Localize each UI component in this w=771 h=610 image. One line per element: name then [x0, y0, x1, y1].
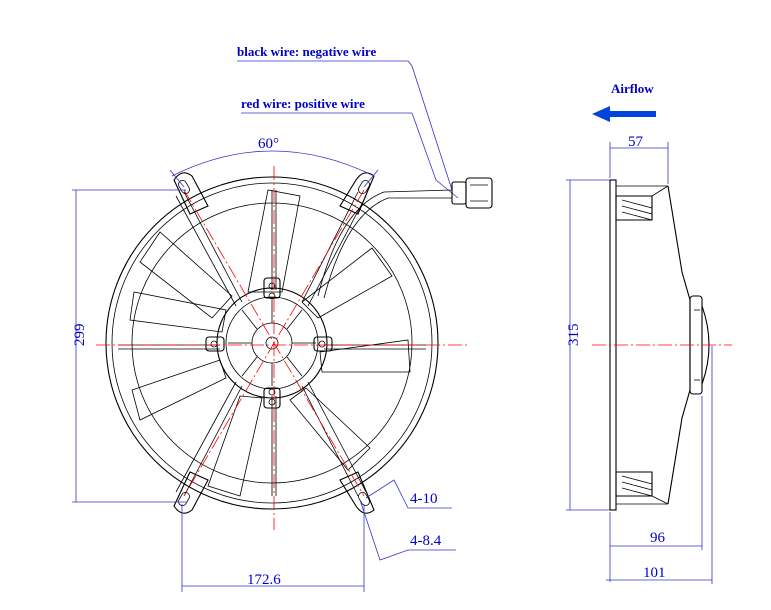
outer-ring	[105, 176, 439, 510]
blade	[131, 359, 227, 421]
hub-ring	[251, 322, 293, 364]
airflow-label: Airflow	[611, 81, 654, 96]
bottom-mount	[615, 471, 653, 497]
holes-large-leader	[359, 499, 456, 561]
depth-101-label: 101	[643, 565, 666, 581]
angle-label: 60°	[258, 136, 279, 152]
wire-connector	[465, 177, 493, 209]
outer-ring-inner	[111, 182, 433, 504]
depth-top-label: 57	[628, 134, 644, 150]
connector-collar	[451, 181, 467, 205]
blade	[289, 387, 371, 471]
hub-bosses	[205, 277, 333, 409]
top-mount	[615, 195, 653, 221]
red-wire-leader	[411, 112, 459, 199]
depth-96-label: 96	[650, 530, 666, 546]
hub-ribs	[228, 300, 316, 386]
holes-small-label: 4-10	[410, 491, 438, 507]
front-centerlines	[96, 166, 468, 530]
height-side-label: 315	[566, 324, 582, 347]
holes-large-label: 4-8.4	[410, 533, 442, 549]
red-wire-label: red wire: positive wire	[241, 96, 365, 111]
airflow-arrow-icon	[592, 106, 656, 122]
blade	[207, 395, 263, 497]
hub-center	[265, 336, 279, 350]
blade	[139, 231, 233, 319]
side-view: 57 315 96 101 Airflow	[566, 81, 732, 584]
blade	[319, 339, 411, 373]
holes-small-leader	[365, 479, 452, 509]
angle-arc	[171, 150, 375, 177]
blade	[247, 189, 301, 293]
wire-callouts: black wire: negative wire red wire: posi…	[237, 44, 459, 199]
fan-blades	[129, 189, 411, 497]
blade	[301, 247, 393, 319]
black-wire-label: black wire: negative wire	[237, 44, 376, 59]
front-view: 60° 299 172.6 4-10 4-8.4	[72, 136, 493, 592]
hole-span-label: 172.6	[247, 572, 281, 588]
blade	[129, 291, 227, 333]
height-front-label: 299	[72, 324, 88, 347]
black-wire-leader	[407, 60, 453, 191]
wire-harness	[317, 177, 493, 299]
